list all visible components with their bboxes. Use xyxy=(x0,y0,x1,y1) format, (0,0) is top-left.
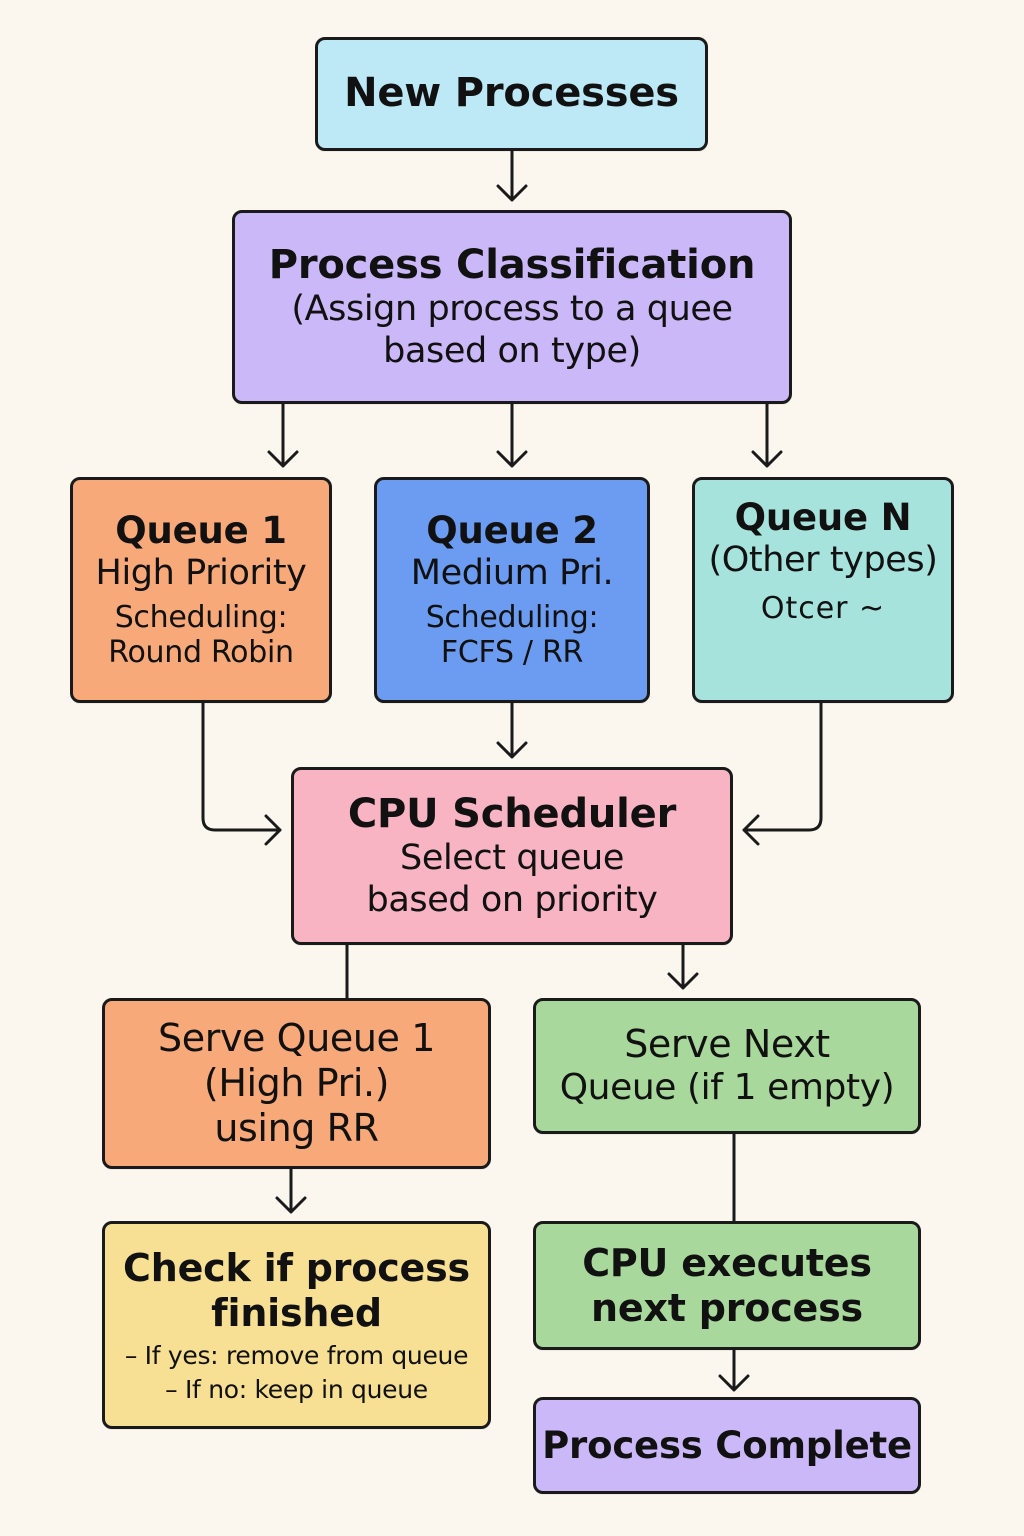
serve-queue-1-line-3: using RR xyxy=(214,1105,379,1150)
queue-1-scheduling-label: Scheduling: xyxy=(114,600,288,636)
cpu-executes-box: CPU executes next process xyxy=(533,1221,921,1350)
serve-queue-1-box: Serve Queue 1 (High Pri.) using RR xyxy=(102,998,491,1169)
serve-next-queue-box: Serve Next Queue (if 1 empty) xyxy=(533,998,921,1134)
queue-1-title: Queue 1 xyxy=(115,509,287,553)
queue-2-box: Queue 2 Medium Pri. Scheduling: FCFS / R… xyxy=(374,477,650,703)
check-finished-no-bullet: – If no: keep in queue xyxy=(165,1374,428,1404)
serve-queue-1-line-1: Serve Queue 1 xyxy=(158,1016,435,1061)
queue-2-title: Queue 2 xyxy=(426,509,598,553)
classification-line-3: based on type) xyxy=(383,330,641,371)
new-processes-box: New Processes xyxy=(315,37,708,151)
check-finished-yes-bullet: – If yes: remove from queue xyxy=(124,1341,469,1371)
arrow-queue-n-to-scheduler xyxy=(742,701,823,846)
queue-1-scheduling-value: Round Robin xyxy=(108,635,294,671)
classification-title: Process Classification xyxy=(268,242,756,289)
arrow-classification-to-queue-n xyxy=(751,402,783,468)
queue-n-types: (Other types) xyxy=(708,539,938,580)
arrow-new-to-classification xyxy=(496,149,528,202)
process-classification-box: Process Classification (Assign process t… xyxy=(232,210,792,404)
serve-next-line-1: Serve Next xyxy=(624,1022,830,1067)
queue-1-priority: High Priority xyxy=(95,552,307,593)
process-complete-box: Process Complete xyxy=(533,1397,921,1494)
arrow-classification-to-queue-2 xyxy=(496,402,528,468)
cpu-executes-line-1: CPU executes xyxy=(582,1240,872,1285)
arrow-queue-1-to-scheduler xyxy=(201,701,282,846)
queue-n-box: Queue N (Other types) Otcer ~ xyxy=(692,477,954,703)
queue-n-scribble: Otcer ~ xyxy=(760,590,886,626)
serve-queue-1-line-2: (High Pri.) xyxy=(203,1061,390,1106)
arrow-cpu-executes-to-complete xyxy=(718,1348,750,1392)
cpu-scheduler-line-2: Select queue xyxy=(400,838,624,879)
queue-2-scheduling-label: Scheduling: xyxy=(425,600,599,636)
cpu-scheduler-box: CPU Scheduler Select queue based on prio… xyxy=(291,767,733,945)
classification-line-2: (Assign process to a quee xyxy=(291,289,733,330)
check-finished-box: Check if process finished – If yes: remo… xyxy=(102,1221,491,1429)
cpu-executes-line-2: next process xyxy=(591,1285,863,1330)
arrow-queue-2-to-scheduler xyxy=(496,701,528,759)
queue-n-title: Queue N xyxy=(734,496,912,539)
arrow-serve-queue-1-to-check xyxy=(275,1167,307,1214)
queue-2-scheduling-value: FCFS / RR xyxy=(440,635,584,671)
cpu-scheduler-title: CPU Scheduler xyxy=(347,791,677,838)
arrow-classification-to-queue-1 xyxy=(267,402,299,468)
cpu-scheduler-line-3: based on priority xyxy=(366,879,658,920)
check-finished-line-1: Check if process xyxy=(123,1245,470,1290)
new-processes-title: New Processes xyxy=(344,70,679,117)
serve-next-line-2: Queue (if 1 empty) xyxy=(559,1067,895,1109)
queue-1-box: Queue 1 High Priority Scheduling: Round … xyxy=(70,477,332,703)
process-complete-title: Process Complete xyxy=(542,1423,912,1467)
check-finished-line-2: finished xyxy=(211,1290,382,1335)
queue-2-priority: Medium Pri. xyxy=(410,552,614,593)
arrow-scheduler-to-serve-next xyxy=(667,943,699,990)
